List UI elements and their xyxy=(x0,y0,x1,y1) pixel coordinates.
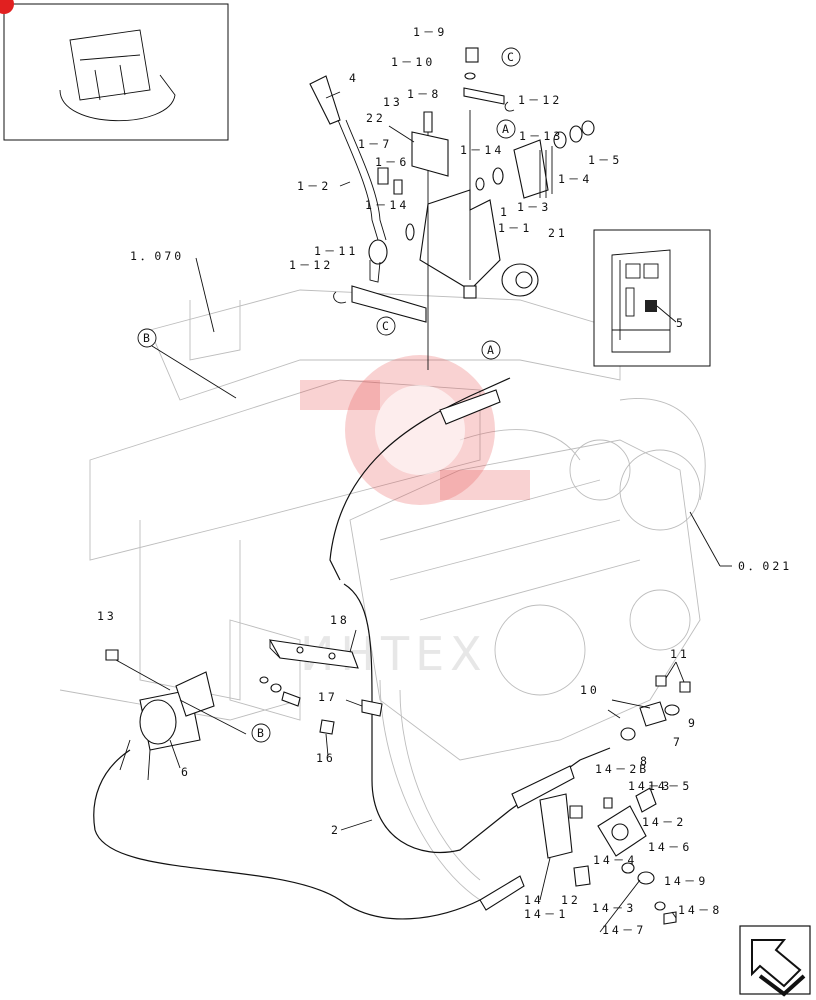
next-page-arrow-icon[interactable] xyxy=(739,925,811,997)
part-label-l-14-9: 14－9 xyxy=(664,874,708,888)
part-label-l-1-2: 1－2 xyxy=(297,179,331,193)
part-label-l-1-4: 1－4 xyxy=(558,172,592,186)
part-label-l-14-4: 14－4 xyxy=(593,853,637,867)
excavator-thumbnail xyxy=(0,0,229,141)
callout-circle-l-c-top xyxy=(501,47,521,67)
part-label-l-14-3a: 14－3 xyxy=(628,779,672,793)
part-label-l-14-2: 14－2 xyxy=(642,815,686,829)
solenoid-6 xyxy=(105,649,215,781)
part-label-l-8: 8 xyxy=(640,754,650,768)
part-label-l-1-9: 1－9 xyxy=(413,25,447,39)
part-label-l-a-top: A xyxy=(502,122,512,136)
leader-lines xyxy=(115,91,732,933)
part-label-l-1-12a: 1－12 xyxy=(518,93,562,107)
part-label-l-b-low: B xyxy=(257,726,267,740)
governor-parts xyxy=(607,675,691,741)
part-label-l-4: 4 xyxy=(349,71,359,85)
part-label-l-14-5: 14－5 xyxy=(648,779,692,793)
callout-circle-l-a-mid xyxy=(481,340,501,360)
callout-circle-l-c-mid xyxy=(376,316,396,336)
part-label-l-14-6: 14－6 xyxy=(648,840,692,854)
part-label-l-11: 11 xyxy=(670,647,690,661)
part-label-l-12: 12 xyxy=(561,893,581,907)
part-label-l-13b: 13 xyxy=(97,609,117,623)
part-label-l-14: 14 xyxy=(524,893,544,907)
part-label-l-1-13: 1－13 xyxy=(519,129,563,143)
part-label-l-1-1: 1－1 xyxy=(498,221,532,235)
part-label-l-14-7: 14－7 xyxy=(602,923,646,937)
part-label-l-1-8: 1－8 xyxy=(407,87,441,101)
machine-frame-ghost xyxy=(59,289,621,901)
part-label-l-1: 1 xyxy=(500,205,510,219)
part-label-l-1-5: 1－5 xyxy=(588,153,622,167)
bracket-18 xyxy=(259,639,383,735)
part-label-l-14-3b: 14－3 xyxy=(592,901,636,915)
part-label-l-c-top: C xyxy=(507,50,517,64)
callout-circle-l-b-left xyxy=(137,328,157,348)
part-label-l-18: 18 xyxy=(330,613,350,627)
engine-ghost xyxy=(349,398,706,761)
part-label-l-14-1: 14－1 xyxy=(524,907,568,921)
lever-assembly xyxy=(309,47,595,370)
part-label-l-7: 7 xyxy=(673,735,683,749)
part-label-l-1-3: 1－3 xyxy=(517,200,551,214)
part-label-l-1-12b: 1－12 xyxy=(289,258,333,272)
part-label-l-17: 17 xyxy=(318,690,338,704)
part-label-l-13a: 13 xyxy=(383,95,403,109)
part-label-l-1-6: 1－6 xyxy=(375,155,409,169)
callout-circle-l-a-top xyxy=(496,119,516,139)
part-label-l-2: 2 xyxy=(331,823,341,837)
part-label-l-b-left: B xyxy=(143,331,153,345)
part-label-l-c-mid: C xyxy=(382,319,392,333)
part-label-l-21: 21 xyxy=(548,226,568,240)
throttle-cable xyxy=(93,377,611,920)
part-label-l-14-2b: 14－2B xyxy=(595,762,649,776)
part-label-l-1-7: 1－7 xyxy=(358,137,392,151)
part-label-l-22: 22 xyxy=(366,111,386,125)
callout-circle-l-b-low xyxy=(251,723,271,743)
part-label-l-10: 10 xyxy=(580,683,600,697)
part-label-l-1-14b: 1－14 xyxy=(365,198,409,212)
part-label-l-a-mid: A xyxy=(487,343,497,357)
part-label-l-1-11: 1－11 xyxy=(314,244,358,258)
part-label-l-16: 16 xyxy=(316,751,336,765)
control-panel-inset xyxy=(593,229,711,367)
part-label-l-1-10: 1－10 xyxy=(391,55,435,69)
part-label-l-14-8: 14－8 xyxy=(678,903,722,917)
part-label-l-6: 6 xyxy=(181,765,191,779)
part-label-l-1-14a: 1－14 xyxy=(460,143,504,157)
bracket-14 xyxy=(539,787,677,925)
part-label-l-1-070: 1．070 xyxy=(130,249,184,263)
watermark: ИНТЕХ xyxy=(300,355,530,681)
part-label-l-9: 9 xyxy=(688,716,698,730)
part-label-l-5: 5 xyxy=(676,316,686,330)
part-label-l-0-021: 0．021 xyxy=(738,559,792,573)
